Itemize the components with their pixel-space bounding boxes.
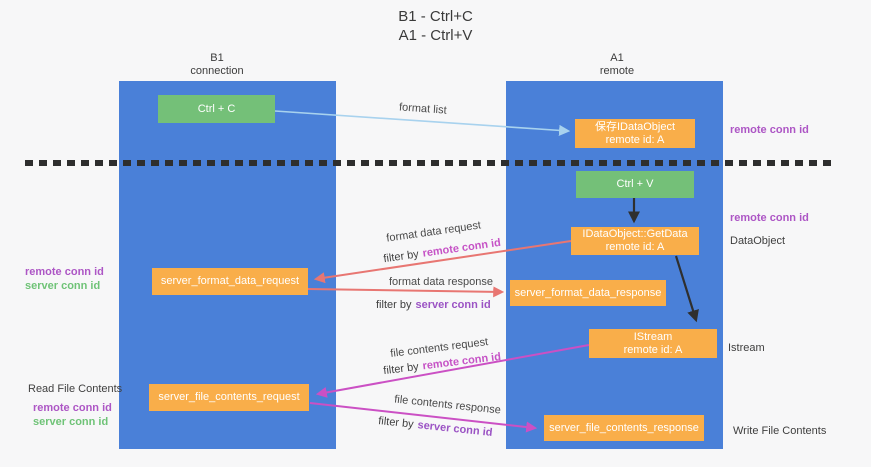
node-server-format-data-request-label: server_format_data_request xyxy=(160,275,300,287)
filter-by-text: filter by xyxy=(377,415,415,431)
lane-a1-name: A1 xyxy=(610,52,624,64)
node-save-idataobject-line1: 保存IDataObject xyxy=(594,120,676,133)
lane-header-a1: A1 remote xyxy=(537,52,697,78)
annotation-left-file-server-conn-id: server conn id xyxy=(33,416,109,428)
filter-by-text: filter by xyxy=(382,248,420,266)
arrow-format-data-response xyxy=(307,286,505,298)
node-server-format-data-response-label: server_format_data_response xyxy=(514,286,662,299)
annotation-dataobject: DataObject xyxy=(730,235,786,247)
node-save-idataobject: 保存IDataObject remote id: A xyxy=(575,119,695,148)
remote-conn-id-text: remote conn id xyxy=(421,236,502,260)
lane-header-b1: B1 connection xyxy=(137,52,297,78)
annotation-left-remote-conn-id: remote conn id xyxy=(25,266,104,278)
node-ctrl-c: Ctrl + C xyxy=(158,95,275,123)
node-server-format-data-request: server_format_data_request xyxy=(152,268,308,295)
title-line-1: B1 - Ctrl+C xyxy=(398,8,473,25)
node-save-idataobject-line2: remote id: A xyxy=(605,133,665,146)
title-line-2: A1 - Ctrl+V xyxy=(398,27,473,44)
node-server-file-contents-response-label: server_file_contents_response xyxy=(549,421,699,434)
edge-label-format-list: format list xyxy=(398,101,448,117)
edge-label-file-contents-response: file contents response xyxy=(393,393,502,417)
server-conn-id-text: server conn id xyxy=(416,419,493,439)
edge-label-format-data-response: format data response xyxy=(389,276,493,288)
server-conn-id-text: server conn id xyxy=(415,299,491,311)
node-ctrl-v: Ctrl + V xyxy=(576,171,694,198)
annotation-read-file-contents: Read File Contents xyxy=(28,383,123,395)
filter-by-text: filter by xyxy=(382,360,420,378)
lane-b1-name: B1 xyxy=(210,52,224,64)
annotation-left-file-remote-conn-id: remote conn id xyxy=(33,402,112,414)
node-istream-line1: IStream xyxy=(633,330,673,343)
node-idataobject-getdata-line2: remote id: A xyxy=(605,241,665,253)
node-idataobject-getdata-line1: IDataObject::GetData xyxy=(582,228,688,240)
filter-by-text: filter by xyxy=(376,299,412,311)
lane-a1-subtitle: remote xyxy=(599,65,635,77)
node-server-format-data-response: server_format_data_response xyxy=(510,280,666,306)
node-server-file-contents-request-label: server_file_contents_request xyxy=(158,391,300,403)
node-server-file-contents-response: server_file_contents_response xyxy=(544,415,704,441)
node-ctrl-v-label: Ctrl + V xyxy=(616,178,654,190)
annotation-right-mid-remote-conn-id: remote conn id xyxy=(730,212,809,224)
annotation-right-top-remote-conn-id: remote conn id xyxy=(730,124,809,136)
node-server-file-contents-request: server_file_contents_request xyxy=(149,384,309,411)
lane-b1-subtitle: connection xyxy=(190,65,244,77)
diagram-title: B1 - Ctrl+C A1 - Ctrl+V xyxy=(0,7,871,45)
node-istream-line2: remote id: A xyxy=(623,343,683,356)
node-ctrl-c-label: Ctrl + C xyxy=(197,102,236,115)
annotation-istream: Istream xyxy=(728,342,765,354)
dashed-separator xyxy=(25,160,835,166)
node-idataobject-getdata: IDataObject::GetData remote id: A xyxy=(571,227,699,255)
annotation-write-file-contents: Write File Contents xyxy=(733,425,827,437)
annotation-left-server-conn-id: server conn id xyxy=(25,280,101,292)
node-istream: IStream remote id: A xyxy=(589,329,717,358)
